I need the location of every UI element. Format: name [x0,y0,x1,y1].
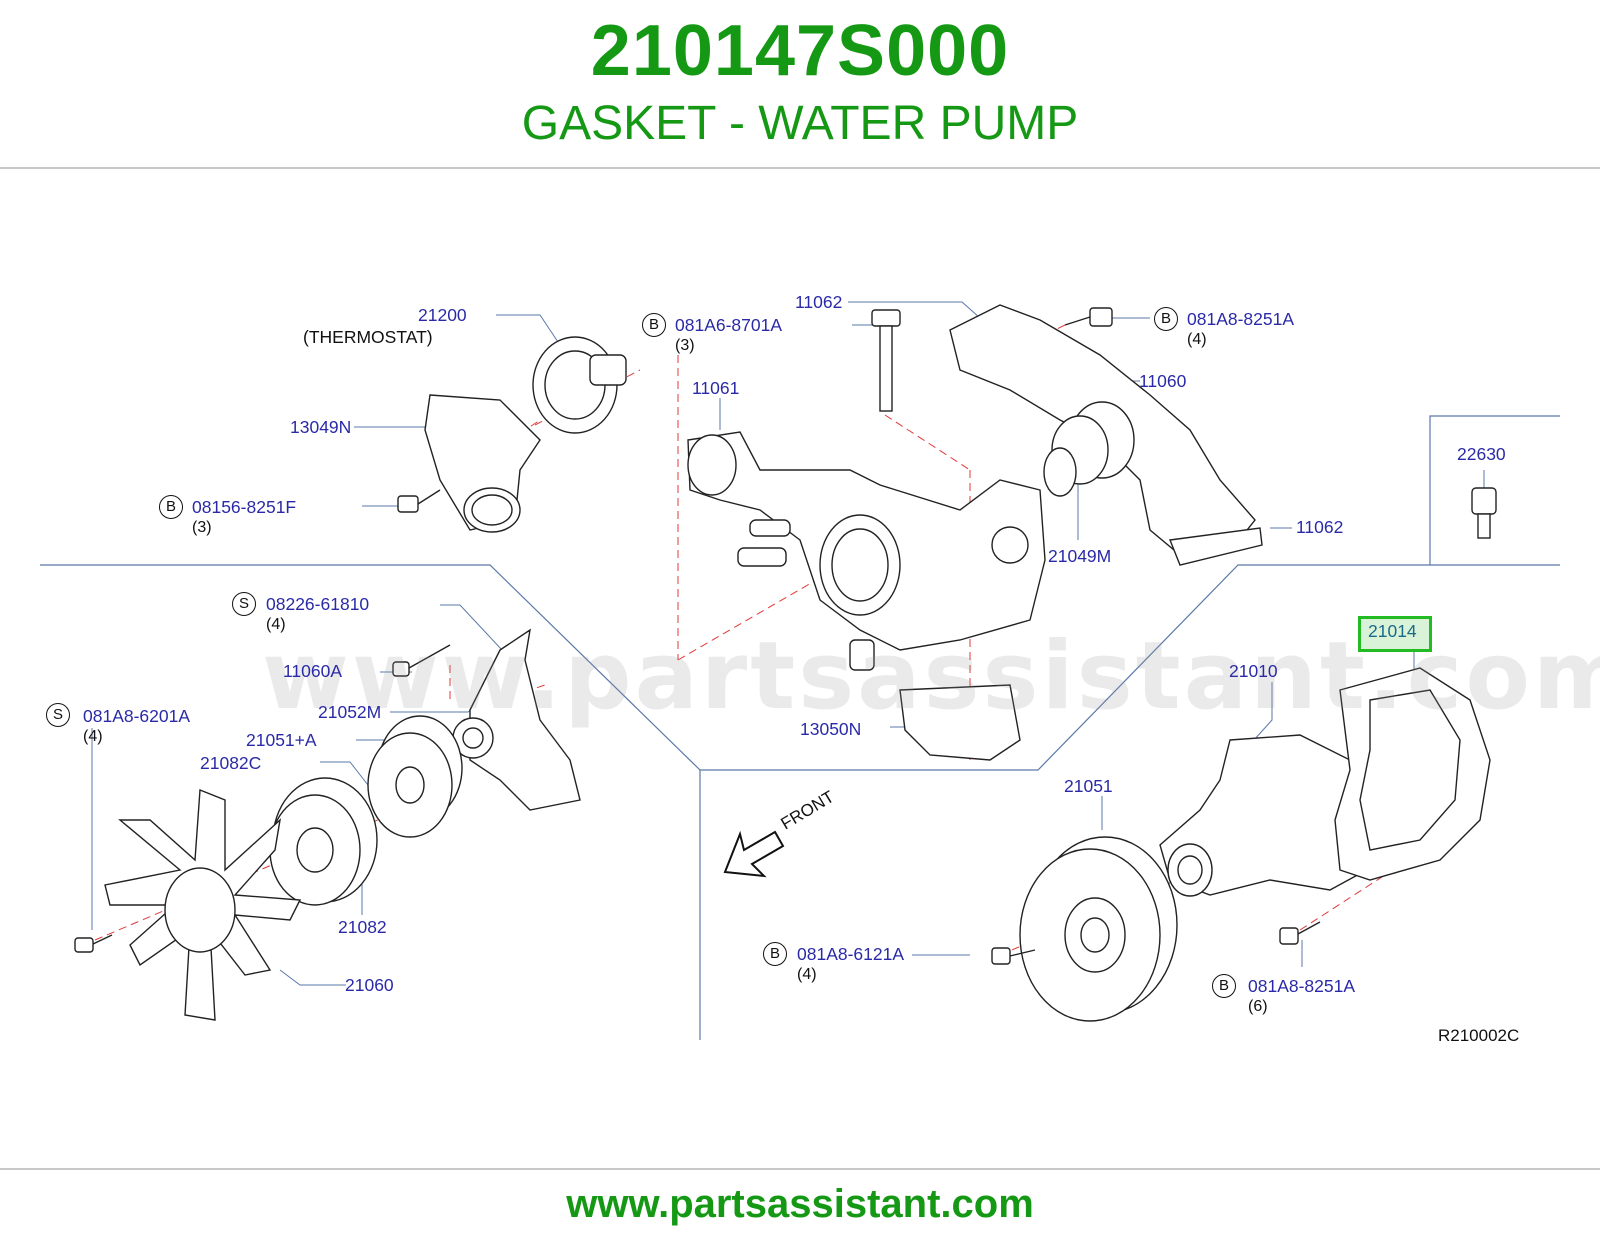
badge-b-icon: B [763,942,787,966]
callout-21051a[interactable]: 21051+A [246,730,317,750]
front-arrow [723,830,785,878]
bolt-081a8-8251a-bottom [1279,921,1321,945]
gasket-21014 [1334,667,1491,881]
callout-21052m[interactable]: 21052M [318,702,382,722]
part-number-title: 210147S000 [590,11,1010,91]
long-bolt [871,309,901,412]
callout-081a8-8251a-bottom[interactable]: 081A8-8251A [1248,976,1356,996]
callout-081a8-6121a[interactable]: 081A8-6121A [797,944,905,964]
callout-22630[interactable]: 22630 [1457,444,1506,464]
badge-b-icon: B [159,495,183,519]
callout-11061[interactable]: 11061 [692,378,740,398]
gasket-13050n [899,684,1021,761]
pump-pulley-21051 [1019,836,1178,1022]
callout-thermostat: (THERMOSTAT) [303,327,433,347]
water-pump-21010 [1159,734,1386,897]
callout-21049m[interactable]: 21049M [1048,546,1112,566]
badge-b-icon: B [1154,307,1178,331]
callout-21082c[interactable]: 21082C [200,753,262,773]
footer-url-link[interactable]: www.partsassistant.com [566,1182,1034,1226]
bolt-081a8-6121a [991,947,1036,965]
callout-11062-bottom[interactable]: 11062 [1296,517,1344,537]
pulley-21051a [367,715,463,838]
callout-081a6-8701a[interactable]: 081A6-8701A [675,315,783,335]
callout-11060[interactable]: 11060 [1139,371,1187,391]
qty-081a8-6121a: (4) [797,966,817,983]
diagram-reference-code: R210002C [1438,1026,1520,1045]
water-outlet-part [687,431,1046,671]
header-divider [0,167,1600,169]
bolt-11060a [392,644,451,677]
callout-11062-top[interactable]: 11062 [795,292,843,312]
qty-08156-8251f: (3) [192,519,212,536]
section-divider-sensor [1429,415,1560,565]
badge-s-icon: S [46,703,70,727]
callout-21051[interactable]: 21051 [1064,776,1113,796]
temp-sensor-22630 [1471,487,1497,539]
callout-21082[interactable]: 21082 [338,917,387,937]
section-divider-left [40,564,701,1040]
footer-divider [0,1168,1600,1170]
callout-21014[interactable]: 21014 [1368,621,1417,641]
o-ring-21049m [1043,447,1077,497]
callout-21010[interactable]: 21010 [1229,661,1278,681]
callout-081a8-6201a[interactable]: 081A8-6201A [83,706,191,726]
callout-11060a[interactable]: 11060A [283,661,343,681]
callout-08156-8251f[interactable]: 08156-8251F [192,497,297,517]
badge-s-icon: S [232,592,256,616]
section-divider-right [700,564,1560,771]
thermostat-part [532,336,627,434]
callout-13050n[interactable]: 13050N [800,719,862,739]
thermostat-housing-part [424,394,541,533]
highlight-box-21014 [1358,616,1432,652]
bolt-081a8-6201a [74,934,113,953]
qty-08226-61810: (4) [266,616,286,633]
cooling-fan-21060 [104,788,302,1021]
badge-b-icon: B [642,313,666,337]
gasket-11062 [1169,527,1263,566]
qty-081a8-8251a-top: (4) [1187,331,1207,348]
callout-081a8-8251a-top[interactable]: 081A8-8251A [1187,309,1295,329]
callout-08226-61810[interactable]: 08226-61810 [266,594,370,614]
fan-clutch-21082 [269,777,378,906]
callout-21200[interactable]: 21200 [418,305,467,325]
bolt-08156 [397,489,441,513]
qty-081a8-6201a: (4) [83,728,103,745]
callout-13049n[interactable]: 13049N [290,417,352,437]
callout-21060[interactable]: 21060 [345,975,394,995]
qty-081a6-8701a: (3) [675,337,695,354]
qty-081a8-8251a-bottom: (6) [1248,998,1268,1015]
part-name-title: GASKET - WATER PUMP [521,97,1079,150]
bolt-081a8-8251a-top [1064,307,1113,327]
badge-b-icon: B [1212,974,1236,998]
